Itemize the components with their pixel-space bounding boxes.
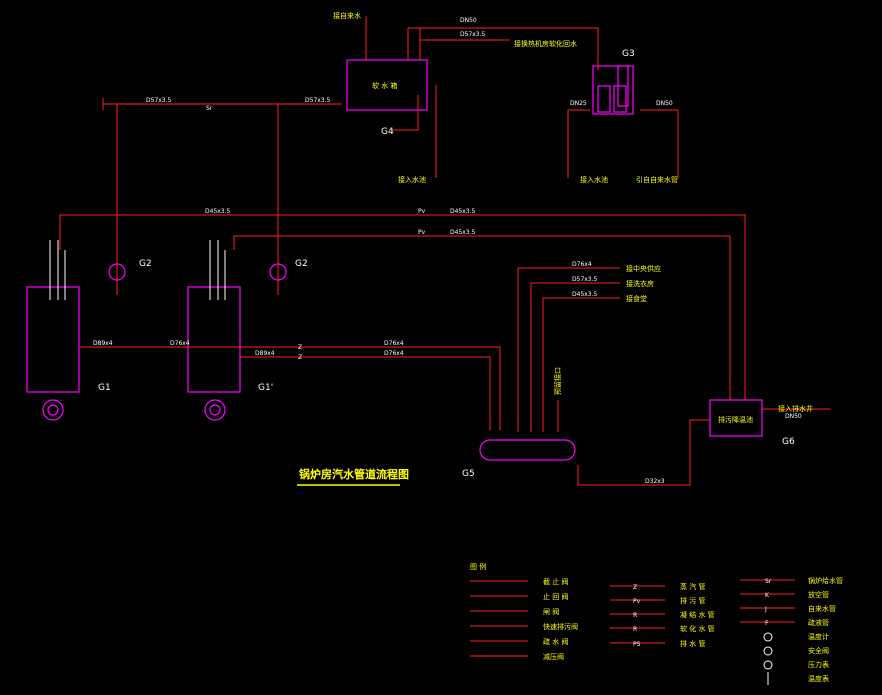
- annotation: 接入水池: [580, 175, 608, 184]
- pipes: [59, 16, 830, 486]
- tag-g2b: G2: [295, 259, 308, 269]
- legend-code: Z: [633, 584, 637, 591]
- tag-g3: G3: [622, 49, 635, 59]
- legend-item: 自来水管: [808, 604, 836, 613]
- legend-item: 安全阀: [808, 646, 829, 655]
- tag-g2a: G2: [139, 259, 152, 269]
- annotation: 接入水池: [398, 175, 426, 184]
- pipe-label: D76x4: [384, 340, 404, 347]
- boiler-g1b: [187, 286, 241, 393]
- pipe-label: DN50: [656, 100, 673, 107]
- label-blowdown-tank: 排污降温池: [718, 415, 753, 424]
- pipe-label: Z: [298, 344, 302, 351]
- thermometer-icon: [763, 632, 773, 642]
- legend-item: 疏 水 阀: [543, 637, 568, 646]
- pipe-labels: DN50 D57x3.5 D57x3.5 D57x3.5 Sr Pv D45x3…: [93, 17, 802, 485]
- annotation: 引自自来水管: [636, 175, 678, 184]
- tag-g1b: G1': [258, 383, 273, 393]
- pipe-label: D76x4: [170, 340, 190, 347]
- pipe-label: D32x3: [645, 478, 665, 485]
- pipe-label: DN25: [570, 100, 587, 107]
- legend-item: 闸 阀: [543, 607, 559, 616]
- pipe-label: D89x4: [255, 350, 275, 357]
- legend-item: 温度计: [808, 632, 829, 641]
- legend: 图 例 截 止 阀 止 回 阀 闸 阀 快速排污阀 疏 水 阀 减压阀 Z Pv…: [470, 562, 843, 685]
- tag-g5: G5: [462, 469, 475, 479]
- legend-item: 放空管: [808, 590, 829, 599]
- softener-frame: [592, 65, 634, 115]
- legend-code: Pv: [633, 598, 641, 605]
- legend-col3: [740, 579, 795, 623]
- legend-item: 排 水 管: [680, 639, 705, 648]
- pipe-label: D57x3.5: [146, 97, 172, 104]
- tag-g4: G4: [381, 127, 394, 137]
- legend-col1: [470, 580, 528, 657]
- annotation: 接自来水: [333, 11, 361, 20]
- pipe-label: Pv: [418, 229, 426, 236]
- soft-water-tank: [346, 59, 428, 111]
- label-water-tank: 软 水 箱: [372, 81, 397, 90]
- annotation: 接换热机房软化回水: [514, 39, 577, 48]
- pipe-label: DN50: [785, 413, 802, 420]
- legend-code: J: [764, 606, 767, 613]
- pipe-label: Z: [298, 354, 302, 361]
- legend-item: 快速排污阀: [543, 622, 578, 631]
- fan-g1: [42, 399, 64, 421]
- legend-item: 截 止 阀: [543, 577, 568, 586]
- legend-col2: [610, 585, 665, 644]
- pipe-label: D45x3.5: [450, 229, 476, 236]
- annotation: 接入排水井: [778, 404, 813, 413]
- diagram-title: 锅炉房汽水管道流程图: [299, 467, 409, 481]
- annotation: 接洗衣房: [626, 279, 654, 288]
- boiler-g1: [26, 286, 80, 393]
- pipe-label: D76x4: [572, 261, 592, 268]
- legend-item: 压力表: [808, 660, 829, 669]
- legend-code: R: [633, 612, 637, 619]
- legend-item: 减压阀: [543, 652, 564, 661]
- pipe-label: DN50: [460, 17, 477, 24]
- legend-item: 排 污 管: [680, 596, 705, 605]
- fan-g1b: [204, 399, 226, 421]
- legend-code: F: [765, 620, 769, 627]
- pipe-label: D57x3.5: [460, 31, 486, 38]
- legend-code: PS: [633, 641, 641, 648]
- legend-code: K: [765, 592, 770, 599]
- safety-valve-icon: [763, 646, 773, 656]
- boiler-stacks: [49, 240, 226, 300]
- annotations: 接自来水 接换热机房软化回水 接入水池 接入水池 引自自来水管 接中央供应 接洗…: [333, 11, 813, 413]
- pipe-label: D45x3.5: [450, 208, 476, 215]
- tag-g1: G1: [98, 383, 111, 393]
- annotation: 预留接口: [553, 367, 562, 395]
- legend-item: 止 回 阀: [543, 592, 568, 601]
- pipe-label: D57x3.5: [572, 276, 598, 283]
- pump-g2b: [269, 263, 287, 281]
- annotation: 接食堂: [626, 294, 647, 303]
- legend-code: Sr: [765, 578, 772, 585]
- legend-item: 凝 结 水 管: [680, 610, 715, 619]
- legend-item: 锅炉给水管: [808, 576, 843, 585]
- legend-code: R: [633, 626, 637, 633]
- pipe-label: D45x3.5: [572, 291, 598, 298]
- pipe-label: Sr: [206, 105, 213, 112]
- pressure-gauge-icon: [763, 660, 773, 670]
- pipe-label: D45x3.5: [205, 208, 231, 215]
- blowdown-tank-g6: [709, 399, 763, 437]
- equipment-tags: G1 G1' G2 G2 G3 G4 G5 G6 软 水 箱 排污降温池: [98, 49, 795, 479]
- legend-item: 温度表: [808, 674, 829, 683]
- pump-g2a: [108, 263, 126, 281]
- legend-item: 软 化 水 管: [680, 624, 715, 633]
- pipe-label: D76x4: [384, 350, 404, 357]
- annotation: 接中央供应: [626, 264, 661, 273]
- equipment: [26, 59, 763, 461]
- steam-header-g5: [479, 439, 576, 461]
- pipe-label: D57x3.5: [305, 97, 331, 104]
- legend-item: 疏液管: [808, 618, 829, 627]
- pipe-label: Pv: [418, 208, 426, 215]
- legend-item: 蒸 汽 管: [680, 582, 705, 591]
- legend-heading: 图 例: [470, 562, 486, 571]
- tag-g6: G6: [782, 437, 795, 447]
- pipe-label: D89x4: [93, 340, 113, 347]
